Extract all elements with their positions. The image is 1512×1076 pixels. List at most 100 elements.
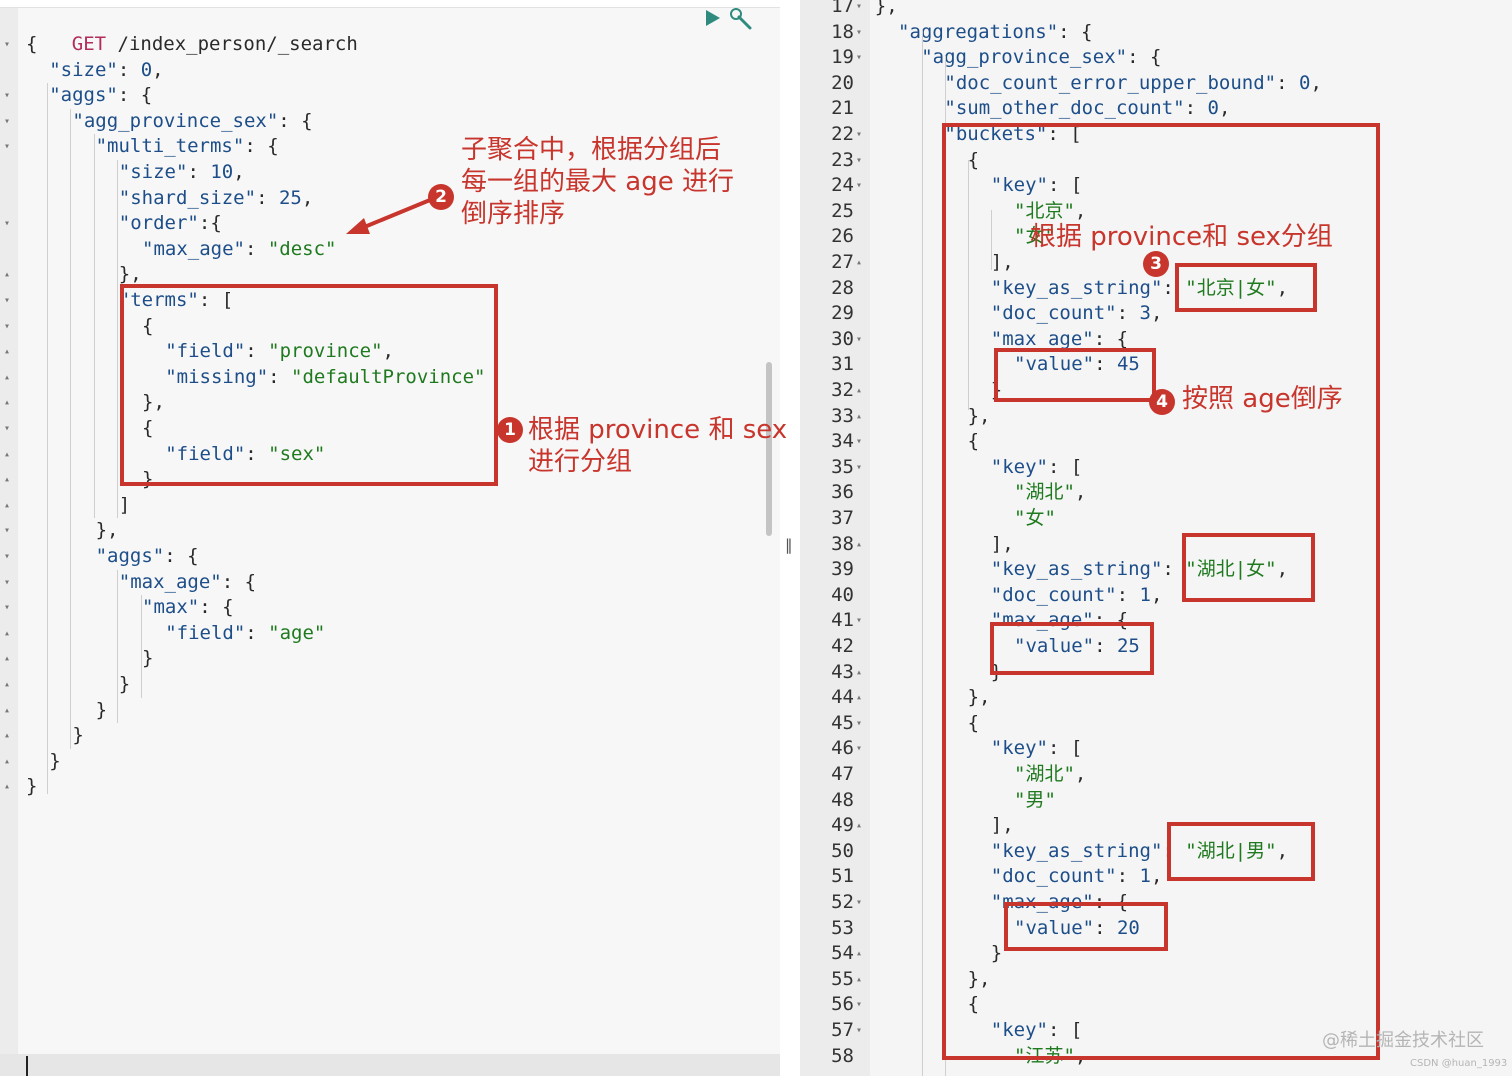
fold-toggle-icon[interactable]: ▾ — [856, 436, 863, 448]
request-code-line[interactable]: "field": "age" — [165, 621, 325, 647]
fold-toggle-icon[interactable]: ▾ — [856, 26, 863, 38]
request-code-line[interactable]: "missing": "defaultProvince" — [165, 365, 485, 391]
fold-toggle-icon[interactable]: ▴ — [4, 346, 11, 358]
request-code-line[interactable]: "aggs": { — [49, 83, 152, 109]
fold-toggle-icon[interactable]: ▴ — [4, 730, 11, 742]
request-code-line[interactable]: "aggs": { — [96, 544, 199, 570]
code-token: : — [245, 621, 269, 644]
fold-toggle-icon[interactable]: ▴ — [4, 781, 11, 793]
fold-toggle-icon[interactable]: ▾ — [4, 90, 11, 102]
fold-toggle-icon[interactable]: ▴ — [856, 692, 863, 704]
pane-divider[interactable] — [780, 0, 800, 1076]
request-code-line[interactable]: } — [72, 723, 83, 749]
fold-toggle-icon[interactable]: ▾ — [4, 218, 11, 230]
request-code-line[interactable]: { — [26, 32, 37, 58]
request-code-line[interactable]: "field": "province", — [165, 339, 394, 365]
fold-toggle-icon[interactable]: ▾ — [856, 615, 863, 627]
fold-toggle-icon[interactable]: ▾ — [856, 717, 863, 729]
fold-toggle-icon[interactable]: ▾ — [856, 154, 863, 166]
fold-toggle-icon[interactable]: ▾ — [4, 525, 11, 537]
line-number: 50 — [831, 839, 854, 862]
request-code-line[interactable]: }, — [119, 262, 142, 288]
response-viewer[interactable]: 17▾},18▾"aggregations": {19▾"agg_provinc… — [800, 0, 1512, 1076]
fold-toggle-icon[interactable]: ▾ — [856, 461, 863, 473]
fold-toggle-icon[interactable]: ▾ — [856, 333, 863, 345]
request-code-line[interactable]: "size": 10, — [119, 160, 245, 186]
request-code-line[interactable]: "max": { — [142, 595, 234, 621]
request-scrollbar[interactable] — [766, 362, 772, 536]
request-code-line[interactable]: } — [96, 698, 107, 724]
fold-toggle-icon[interactable]: ▴ — [4, 397, 11, 409]
line-number: 29 — [831, 302, 854, 325]
code-token: "agg_province_sex" — [921, 46, 1128, 69]
fold-toggle-icon[interactable]: ▴ — [856, 385, 863, 396]
request-code-line[interactable]: "field": "sex" — [165, 442, 325, 468]
fold-toggle-icon[interactable]: ▾ — [4, 423, 11, 434]
play-icon[interactable] — [706, 10, 720, 26]
request-code-line[interactable]: "shard_size": 25, — [119, 186, 314, 212]
fold-toggle-icon[interactable]: ▾ — [4, 141, 11, 153]
fold-toggle-icon[interactable]: ▾ — [856, 52, 863, 64]
highlight-max-age-value-1 — [994, 348, 1156, 402]
fold-toggle-icon[interactable]: ▾ — [856, 999, 863, 1011]
fold-toggle-icon[interactable]: ▴ — [4, 371, 11, 383]
request-code-line[interactable]: "agg_province_sex": { — [72, 109, 312, 135]
request-code-line[interactable]: } — [49, 749, 60, 775]
fold-toggle-icon[interactable]: ▴ — [856, 538, 863, 550]
fold-toggle-icon[interactable]: ▴ — [856, 948, 863, 960]
fold-toggle-icon[interactable]: ▴ — [4, 499, 11, 511]
fold-toggle-icon[interactable]: ▴ — [4, 679, 11, 690]
fold-toggle-icon[interactable]: ▾ — [4, 576, 11, 588]
request-code-line[interactable]: "size": 0, — [49, 58, 163, 84]
request-code-line[interactable]: "multi_terms": { — [96, 134, 279, 160]
fold-toggle-icon[interactable]: ▾ — [856, 743, 863, 755]
code-token: : { — [1058, 20, 1093, 43]
request-code-line[interactable]: }, — [96, 518, 119, 544]
fold-toggle-icon[interactable]: ▴ — [856, 973, 863, 985]
response-code-line: { — [968, 711, 979, 737]
fold-toggle-icon[interactable]: ▴ — [4, 448, 11, 460]
fold-toggle-icon[interactable]: ▴ — [4, 269, 11, 281]
text-cursor — [26, 1056, 28, 1076]
fold-toggle-icon[interactable]: ▴ — [4, 627, 11, 639]
fold-toggle-icon[interactable]: ▾ — [856, 897, 863, 908]
request-code-line[interactable]: { — [142, 416, 153, 442]
fold-toggle-icon[interactable]: ▴ — [856, 666, 863, 678]
request-code-line[interactable]: "max_age": { — [119, 570, 256, 596]
fold-toggle-icon[interactable]: ▴ — [856, 820, 863, 832]
line-number: 35 — [831, 455, 854, 478]
fold-toggle-icon[interactable]: ▴ — [856, 410, 863, 422]
fold-toggle-icon[interactable]: ▴ — [4, 474, 11, 486]
wrench-icon[interactable] — [728, 6, 754, 32]
fold-toggle-icon[interactable]: ▾ — [4, 39, 11, 50]
fold-toggle-icon[interactable]: ▾ — [4, 115, 11, 127]
request-code-line[interactable]: } — [26, 774, 37, 800]
fold-toggle-icon[interactable]: ▾ — [4, 320, 11, 332]
pane-resize-handle[interactable]: ‖ — [785, 536, 793, 554]
request-code-line[interactable]: { — [142, 314, 153, 340]
code-token: : { — [278, 109, 313, 132]
fold-toggle-icon[interactable]: ▾ — [4, 602, 11, 614]
request-line-header[interactable]: GET /index_person/_search — [26, 6, 358, 55]
fold-toggle-icon[interactable]: ▾ — [4, 295, 11, 306]
fold-toggle-icon[interactable]: ▴ — [4, 653, 11, 665]
fold-toggle-icon[interactable]: ▾ — [856, 1025, 863, 1036]
fold-toggle-icon[interactable]: ▴ — [4, 755, 11, 767]
fold-toggle-icon[interactable]: ▴ — [856, 257, 863, 268]
fold-toggle-icon[interactable]: ▾ — [4, 551, 11, 562]
request-code-line[interactable]: "order":{ — [119, 211, 222, 237]
fold-toggle-icon[interactable]: ▾ — [856, 129, 863, 140]
code-token: : [ — [1048, 455, 1083, 478]
request-code-line[interactable]: } — [119, 672, 130, 698]
request-code-line[interactable]: "terms": [ — [119, 288, 233, 314]
request-code-line[interactable]: } — [142, 646, 153, 672]
request-code-line[interactable]: "max_age": "desc" — [142, 237, 336, 263]
request-code-line[interactable]: } — [142, 467, 153, 493]
request-code-line[interactable]: }, — [142, 390, 165, 416]
code-token: "max_age" — [118, 570, 222, 593]
request-code-line[interactable]: ] — [119, 493, 130, 519]
fold-toggle-icon[interactable]: ▴ — [4, 704, 11, 716]
request-editor[interactable]: GET /index_person/_search {▾"size": 0,"a… — [0, 0, 780, 1076]
fold-toggle-icon[interactable]: ▾ — [856, 180, 863, 192]
fold-toggle-icon[interactable]: ▾ — [856, 1, 863, 12]
